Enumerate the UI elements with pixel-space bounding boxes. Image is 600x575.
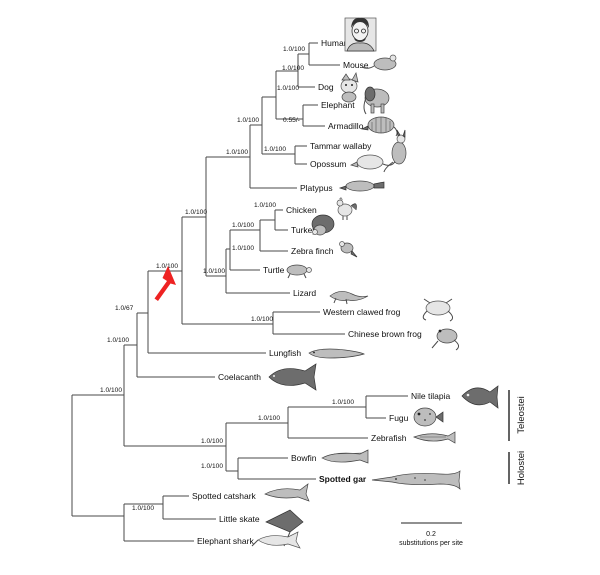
lizard-icon xyxy=(329,291,369,305)
support-values: 1.0/100 1.0/100 1.0/100 0.55/- 1.0/100 1… xyxy=(100,46,354,512)
taxon-little-skate: Little skate xyxy=(219,514,260,524)
animal-silhouettes xyxy=(251,17,499,549)
support-chicken-turkey: 1.0/100 xyxy=(254,202,276,209)
dog-icon xyxy=(340,72,359,103)
support-mammalia: 1.0/100 xyxy=(226,149,248,156)
lungfish-icon xyxy=(308,348,365,359)
support-holostei: 1.0/100 xyxy=(201,463,223,470)
tammar-wallaby-icon xyxy=(383,129,407,173)
taxon-spotted-gar: Spotted gar xyxy=(319,474,367,484)
scale-bar: 0.2 substitutions per site xyxy=(399,522,463,547)
bowfin-icon xyxy=(321,449,369,464)
human-icon xyxy=(344,17,377,52)
taxon-mouse: Mouse xyxy=(343,60,369,70)
taxon-tammar-wallaby: Tammar wallaby xyxy=(310,141,372,151)
taxon-human: Human xyxy=(321,38,349,48)
group-brackets: Teleostei Holostei xyxy=(508,390,527,485)
chinese-brown-frog-icon xyxy=(431,328,460,351)
support-euarchontoglires-dog: 1.0/100 xyxy=(282,65,304,72)
zebrafish-icon xyxy=(413,431,456,444)
spotted-gar-icon xyxy=(371,470,461,490)
fugu-icon xyxy=(413,407,444,427)
support-tetrapoda: 1.0/100 xyxy=(156,263,178,270)
support-birds-turtle: 1.0/100 xyxy=(232,245,254,252)
support-osteichthyes: 1.0/100 xyxy=(100,387,122,394)
holostei-label: Holostei xyxy=(516,451,527,485)
support-actinopterygii: 1.0/100 xyxy=(201,438,223,445)
support-frogs: 1.0/100 xyxy=(251,316,273,323)
tree-branches xyxy=(71,42,408,542)
taxon-lizard: Lizard xyxy=(293,288,316,298)
support-elephant-armadillo: 0.55/- xyxy=(283,117,300,124)
taxon-coelacanth: Coelacanth xyxy=(218,372,261,382)
support-sarcopterygii: 1.0/100 xyxy=(107,337,129,344)
taxon-bowfin: Bowfin xyxy=(291,453,317,463)
taxon-zebra-finch: Zebra finch xyxy=(291,246,334,256)
chicken-icon xyxy=(336,197,357,220)
taxon-fugu: Fugu xyxy=(389,413,409,423)
support-catshark-skate: 1.0/100 xyxy=(132,505,154,512)
elephant-shark-icon xyxy=(251,531,301,549)
taxon-western-clawed-frog: Western clawed frog xyxy=(323,307,401,317)
support-teleost-inner: 1.0/100 xyxy=(258,415,280,422)
taxon-elephant-shark: Elephant shark xyxy=(197,536,254,546)
taxon-opossum: Opossum xyxy=(310,159,346,169)
support-amniota: 1.0/100 xyxy=(185,209,207,216)
red-arrow-icon xyxy=(154,266,176,301)
support-human-mouse: 1.0/100 xyxy=(283,46,305,53)
teleostei-label: Teleostei xyxy=(516,396,527,434)
nile-tilapia-icon xyxy=(461,385,499,409)
taxon-armadillo: Armadillo xyxy=(328,121,364,131)
taxon-labels: Human Mouse Dog Elephant Armadillo Tamma… xyxy=(192,38,450,546)
zebra-finch-icon xyxy=(339,241,358,258)
coelacanth-icon xyxy=(268,363,317,391)
elephant-icon xyxy=(363,86,390,115)
taxon-elephant: Elephant xyxy=(321,100,355,110)
taxon-spotted-catshark: Spotted catshark xyxy=(192,491,257,501)
spotted-catshark-icon xyxy=(264,483,310,502)
taxon-zebrafish: Zebrafish xyxy=(371,433,407,443)
taxon-chicken: Chicken xyxy=(286,205,317,215)
taxon-lungfish: Lungfish xyxy=(269,348,301,358)
support-eutheria: 1.0/100 xyxy=(237,117,259,124)
taxon-turkey: Turkey xyxy=(291,225,317,235)
taxon-turtle: Turtle xyxy=(263,265,285,275)
support-theria: 1.0/100 xyxy=(264,146,286,153)
mouse-icon xyxy=(361,54,397,71)
support-tilapia-fugu: 1.0/100 xyxy=(332,399,354,406)
scale-bar-value: 0.2 xyxy=(426,531,436,538)
taxon-chinese-brown-frog: Chinese brown frog xyxy=(348,329,422,339)
opossum-icon xyxy=(350,154,397,170)
support-sauropsida: 1.0/100 xyxy=(203,268,225,275)
western-clawed-frog-icon xyxy=(422,298,454,322)
support-tetrapod-lungfish: 1.0/67 xyxy=(115,305,134,312)
platypus-icon xyxy=(338,180,385,192)
support-galloanserae-finch: 1.0/100 xyxy=(232,222,254,229)
taxon-nile-tilapia: Nile tilapia xyxy=(411,391,450,401)
scale-bar-label: substitutions per site xyxy=(399,540,463,547)
support-boreoeutheria: 1.0/100 xyxy=(277,85,299,92)
turtle-icon xyxy=(286,264,312,279)
taxon-platypus: Platypus xyxy=(300,183,333,193)
taxon-dog: Dog xyxy=(318,82,334,92)
armadillo-icon xyxy=(360,116,398,137)
turkey-icon xyxy=(311,214,335,236)
